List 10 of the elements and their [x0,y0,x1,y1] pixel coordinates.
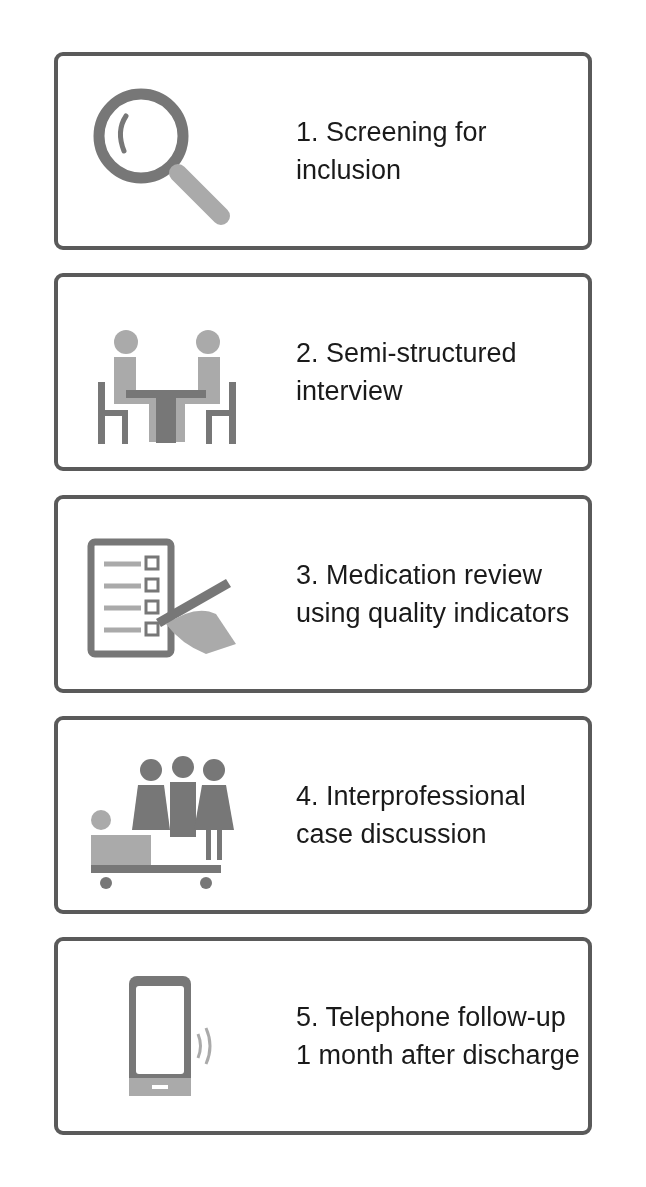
step-box [54,937,592,1135]
step-label: 2. Semi-structured interview [296,337,518,408]
step-box [54,273,592,471]
step-box [54,52,592,250]
step-label: 3. Medication review using quality indicators [296,559,571,630]
step-box [54,495,592,693]
step-label: 1. Screening for inclusion [296,116,488,187]
step-label: 5. Telephone follow-up 1 month after discharge [296,1001,581,1072]
step-box [54,716,592,914]
step-label: 4. Interprofessional case discussion [296,780,527,851]
